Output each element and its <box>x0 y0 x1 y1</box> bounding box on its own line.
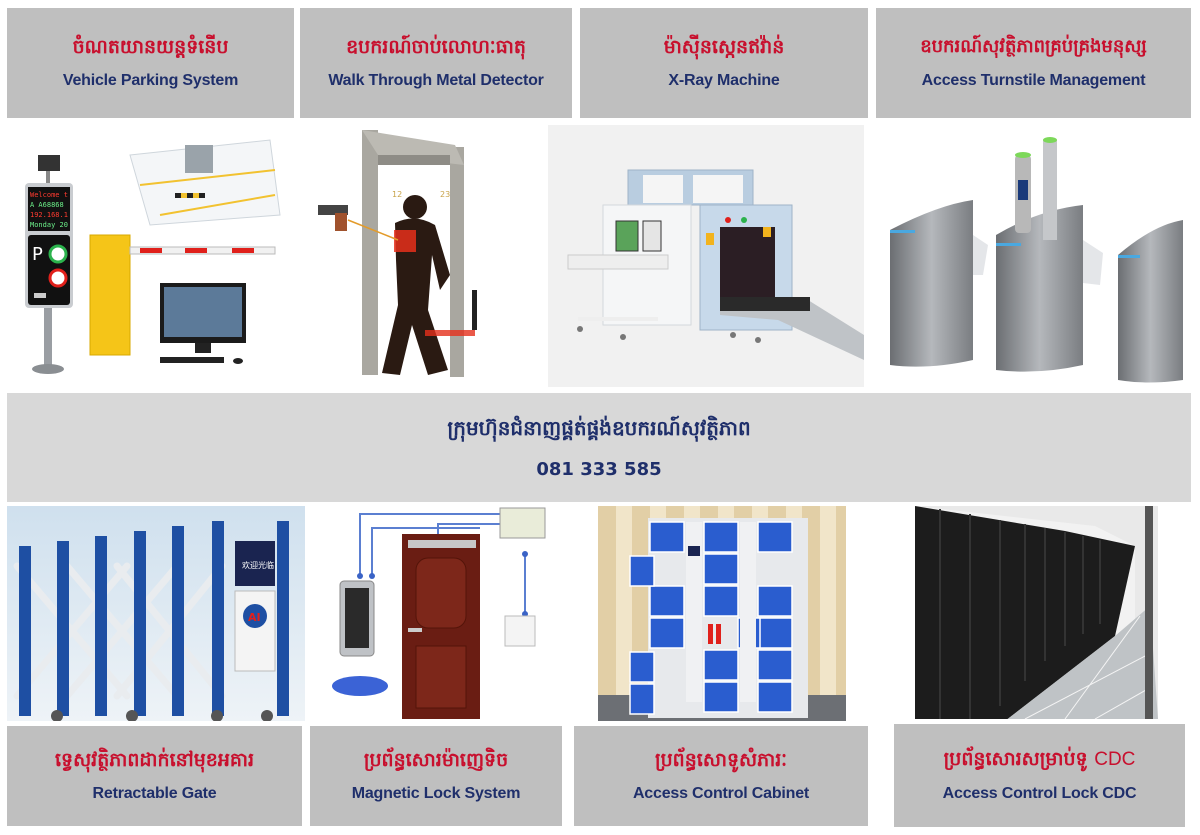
product-card-retractable-gate: ទ្វេសុវត្ថិភាពដាក់នៅមុខអគារ Retractable … <box>7 726 302 826</box>
product-title-english: Vehicle Parking System <box>62 72 239 89</box>
product-card-turnstile: ឧបករណ៍សុវត្ថិភាពគ្រប់គ្រងមនុស្ស Access T… <box>876 8 1191 118</box>
product-title-english: Walk Through Metal Detector <box>328 72 544 89</box>
svg-text:Monday 20: Monday 20 <box>30 221 68 229</box>
svg-text:12: 12 <box>392 190 402 199</box>
product-title-khmer: ម៉ាស៊ីនស្កេនឥវ៉ាន់ <box>663 36 785 58</box>
retractable-gate-icon: 欢迎光临 AI <box>13 521 289 721</box>
product-title-khmer: ទ្វេសុវត្ថិភាពដាក់នៅមុខអគារ <box>55 749 254 771</box>
product-title-khmer: ប្រព័ន្ធសោរម៉ាញេទិច <box>363 749 509 771</box>
svg-text:Welcome t: Welcome t <box>30 191 68 199</box>
product-card-lock-cdc: ប្រព័ន្ធសោរសម្រាប់ទូ CDC Access Control … <box>894 724 1185 827</box>
retractable-gate-photo: 欢迎光临 AI <box>7 506 305 721</box>
xray-machine-icon <box>567 169 864 360</box>
turnstile-photo <box>878 125 1194 387</box>
metal-detector-icon: 12 23 <box>318 130 477 377</box>
company-banner: ក្រុមហ៊ុនជំនាញផ្គត់ផ្គង់ឧបករណ៍សុវត្ថិភាព… <box>7 393 1191 502</box>
product-card-vehicle-parking: ចំណតយានយន្តទំនើប Vehicle Parking System <box>7 8 294 118</box>
product-title-english: X-Ray Machine <box>668 72 780 89</box>
xray-machine-photo <box>548 125 864 387</box>
product-title-english: Access Control Cabinet <box>632 785 810 802</box>
locker-cabinet-photo <box>598 506 846 721</box>
svg-text:A A68868: A A68868 <box>30 201 64 209</box>
product-title-khmer-text: ប្រព័ន្ធសោរសម្រាប់ទូ <box>943 748 1088 770</box>
product-title-english: Access Turnstile Management <box>921 72 1146 89</box>
product-title-english: Retractable Gate <box>92 785 217 802</box>
turnstile-icon <box>890 137 1183 383</box>
product-title-english: Magnetic Lock System <box>351 785 521 802</box>
locker-cabinet-icon <box>629 518 808 718</box>
product-card-access-cabinet: ប្រព័ន្ធសោទូសំភារៈ Access Control Cabine… <box>574 726 868 826</box>
product-title-khmer: ចំណតយានយន្តទំនើប <box>72 36 229 58</box>
company-name-khmer: ក្រុមហ៊ុនជំនាញផ្គត់ផ្គង់ឧបករណ៍សុវត្ថិភាព <box>447 416 751 440</box>
magnetic-lock-icon <box>332 507 546 719</box>
svg-text:23: 23 <box>440 190 450 199</box>
server-rack-icon <box>915 506 1158 719</box>
svg-text:欢迎光临: 欢迎光临 <box>242 560 274 570</box>
svg-text:AI: AI <box>248 611 261 624</box>
product-title-khmer: ប្រព័ន្ធសោទូសំភារៈ <box>654 749 788 771</box>
magnetic-lock-photo <box>320 506 565 721</box>
svg-text:P: P <box>32 244 43 265</box>
server-rack-photo <box>915 506 1158 719</box>
svg-text:192.168.1: 192.168.1 <box>30 211 68 219</box>
metal-detector-photo: 12 23 <box>300 125 500 387</box>
parking-illustration-icon: Welcome t A A68868 192.168.1 Monday 20 P <box>25 139 281 374</box>
product-title-english: Access Control Lock CDC <box>942 785 1137 802</box>
product-title-cdc-suffix: CDC <box>1094 749 1136 770</box>
product-card-metal-detector: ឧបករណ៍ចាប់លោហៈធាតុ Walk Through Metal De… <box>300 8 572 118</box>
product-title-khmer: ប្រព័ន្ធសោរសម្រាប់ទូ CDC <box>944 746 1136 773</box>
product-card-magnetic-lock: ប្រព័ន្ធសោរម៉ាញេទិច Magnetic Lock System <box>310 726 562 826</box>
product-title-khmer: ឧបករណ៍សុវត្ថិភាពគ្រប់គ្រងមនុស្ស <box>920 36 1147 57</box>
parking-system-photo: Welcome t A A68868 192.168.1 Monday 20 P <box>10 125 290 385</box>
product-title-khmer: ឧបករណ៍ចាប់លោហៈធាតុ <box>346 36 526 58</box>
product-card-xray-machine: ម៉ាស៊ីនស្កេនឥវ៉ាន់ X-Ray Machine <box>580 8 868 118</box>
phone-number: 081 333 585 <box>536 459 662 480</box>
